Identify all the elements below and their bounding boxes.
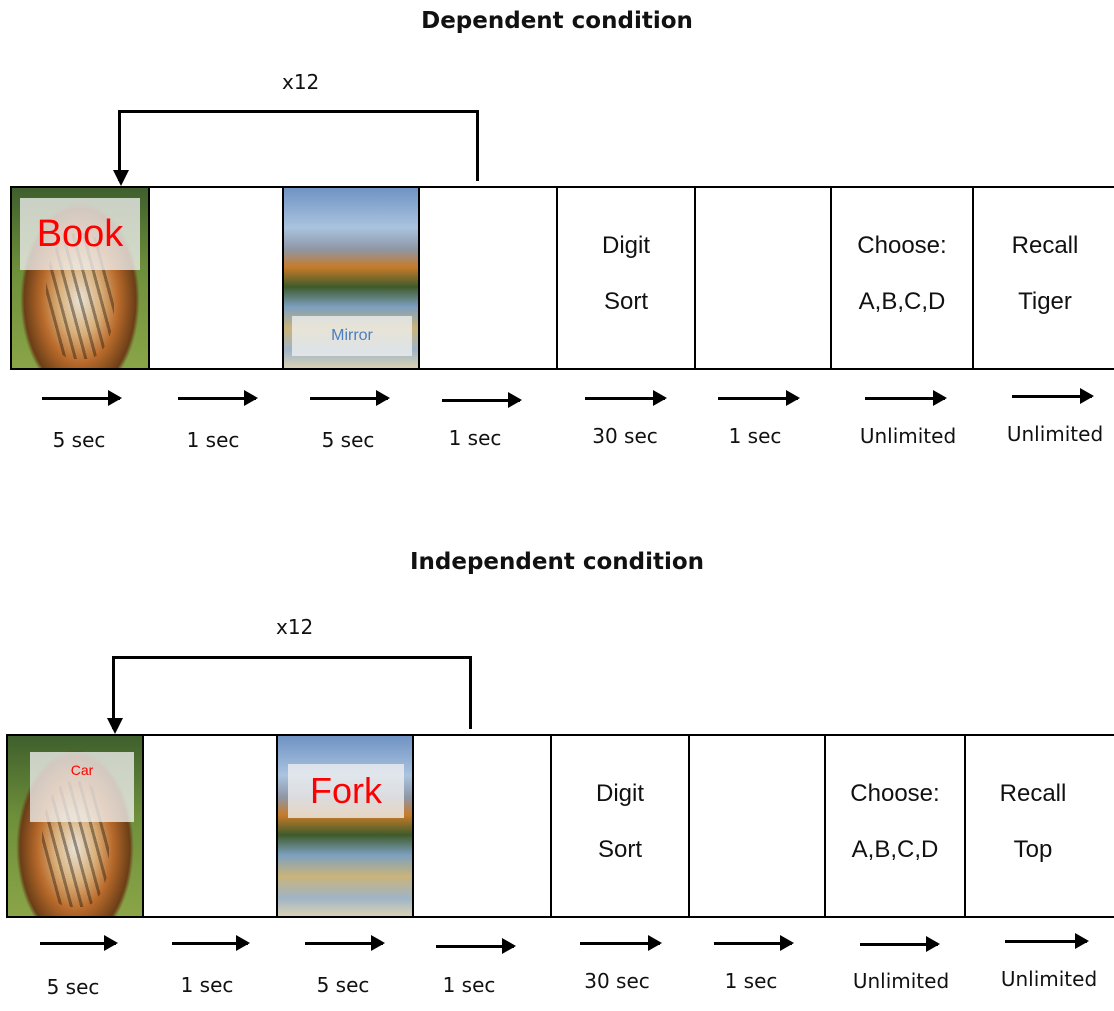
- right-arrow-icon: [442, 392, 522, 408]
- duration-label: 1 sec: [442, 973, 496, 997]
- dependent-condition-panel: Dependent condition x12 Book Mirror Digi…: [0, 0, 1114, 480]
- studied-word-label: Fork: [288, 764, 404, 818]
- loop-arrow-icon: [113, 170, 129, 186]
- trial-sequence-strip: Book Mirror Digit Sort Choose: A,B,C,D R…: [10, 186, 1114, 370]
- frame-text-line1: Recall: [1011, 232, 1079, 259]
- right-arrow-icon: [436, 938, 516, 954]
- right-arrow-icon: [178, 390, 258, 406]
- duration-label: 1 sec: [724, 969, 778, 993]
- blank-frame-3: [696, 188, 832, 368]
- study-image-frame-1: Car: [8, 736, 144, 916]
- studied-word-label: Mirror: [292, 316, 412, 356]
- frame-text-line2: Tiger: [1018, 288, 1072, 315]
- loop-arrow-icon: [107, 718, 123, 734]
- right-arrow-icon: [305, 935, 385, 951]
- independent-condition-title: Independent condition: [409, 549, 705, 575]
- frame-text-line1: Choose:: [850, 780, 940, 807]
- duration-label: 5 sec: [321, 428, 375, 452]
- blank-frame-2: [414, 736, 552, 916]
- duration-label: 5 sec: [52, 428, 106, 452]
- loop-bracket: [112, 656, 472, 729]
- recall-frame: Recall Tiger: [974, 188, 1114, 368]
- duration-row: 5 sec 1 sec 5 sec 1 sec 30 sec 1 sec Unl…: [0, 931, 1114, 1011]
- independent-condition-panel: Independent condition x12 Car Fork Digit…: [0, 545, 1114, 999]
- digit-sort-frame: Digit Sort: [552, 736, 690, 916]
- frame-text-line1: Recall: [999, 780, 1067, 807]
- loop-bracket: [118, 110, 479, 181]
- choose-frame: Choose: A,B,C,D: [832, 188, 974, 368]
- studied-word-label: Book: [20, 198, 140, 270]
- studied-word-label: Car: [30, 752, 134, 822]
- duration-label: Unlimited: [859, 424, 957, 448]
- blank-frame-2: [420, 188, 558, 368]
- repeat-count-label: x12: [282, 70, 320, 94]
- frame-text-line1: Digit: [601, 232, 650, 259]
- right-arrow-icon: [714, 935, 794, 951]
- duration-label: 5 sec: [316, 973, 370, 997]
- right-arrow-icon: [172, 935, 250, 951]
- study-image-frame-2: Fork: [278, 736, 414, 916]
- duration-label: Unlimited: [1000, 967, 1098, 991]
- trial-sequence-strip: Car Fork Digit Sort Choose: A,B,C,D Reca…: [6, 734, 1114, 918]
- blank-frame-1: [150, 188, 284, 368]
- dependent-condition-title: Dependent condition: [421, 8, 693, 34]
- right-arrow-icon: [865, 390, 947, 406]
- duration-row: 5 sec 1 sec 5 sec 1 sec 30 sec 1 sec Unl…: [0, 386, 1114, 466]
- frame-text-line2: Sort: [603, 288, 648, 315]
- right-arrow-icon: [585, 390, 667, 406]
- duration-label: 1 sec: [728, 424, 782, 448]
- right-arrow-icon: [1005, 933, 1089, 949]
- repeat-count-label: x12: [276, 615, 314, 639]
- duration-label: 30 sec: [592, 424, 658, 448]
- right-arrow-icon: [860, 936, 940, 952]
- recall-frame: Recall Top: [966, 736, 1114, 916]
- frame-text-line2: A,B,C,D: [858, 288, 946, 315]
- right-arrow-icon: [42, 390, 122, 406]
- choose-frame: Choose: A,B,C,D: [826, 736, 966, 916]
- digit-sort-frame: Digit Sort: [558, 188, 696, 368]
- frame-text-line2: Sort: [597, 836, 642, 863]
- frame-text-line2: A,B,C,D: [851, 836, 939, 863]
- blank-frame-3: [690, 736, 826, 916]
- right-arrow-icon: [1012, 388, 1094, 404]
- frame-text-line1: Choose:: [857, 232, 947, 259]
- right-arrow-icon: [310, 390, 390, 406]
- right-arrow-icon: [580, 935, 662, 951]
- blank-frame-1: [144, 736, 278, 916]
- duration-label: 1 sec: [448, 426, 502, 450]
- duration-label: 1 sec: [180, 973, 234, 997]
- study-image-frame-2: Mirror: [284, 188, 420, 368]
- study-image-frame-1: Book: [12, 188, 150, 368]
- right-arrow-icon: [718, 390, 800, 406]
- duration-label: 30 sec: [584, 969, 650, 993]
- frame-text-line2: Top: [1013, 836, 1053, 863]
- duration-label: Unlimited: [1006, 422, 1104, 446]
- duration-label: 5 sec: [46, 975, 100, 999]
- frame-text-line1: Digit: [595, 780, 644, 807]
- duration-label: Unlimited: [852, 969, 950, 993]
- lake-image: [278, 736, 412, 916]
- duration-label: 1 sec: [186, 428, 240, 452]
- right-arrow-icon: [40, 935, 118, 951]
